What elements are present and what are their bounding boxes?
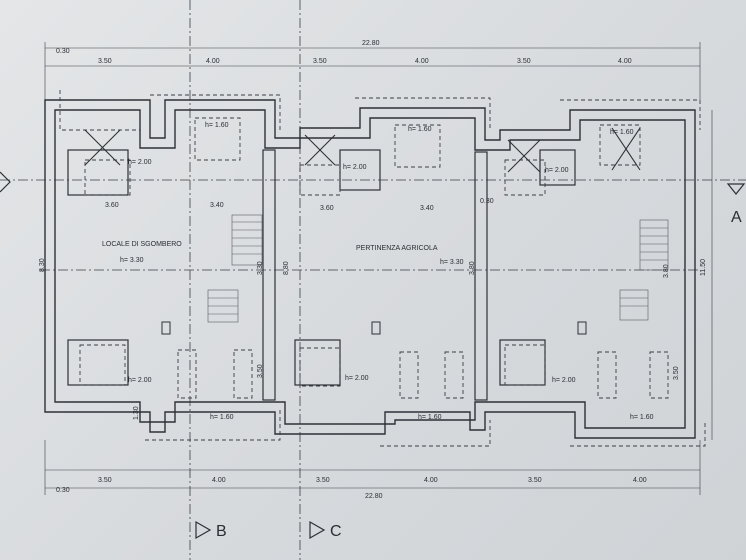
- height-upper-2: h= 2.00: [343, 164, 367, 171]
- dim-top-4: 4.00: [415, 58, 429, 65]
- dim-bottom-5: 3.50: [528, 477, 542, 484]
- dim-top-6: 4.00: [618, 58, 632, 65]
- section-arrow-b: [195, 520, 212, 540]
- dim-bottom-3: 3.50: [316, 477, 330, 484]
- dim-int-7: 1.30: [133, 406, 140, 420]
- height-top-2: h= 1.60: [408, 126, 432, 133]
- dim-top-0: 0.30: [56, 48, 70, 55]
- dim-int-2: 8.30: [39, 258, 46, 272]
- dim-int-0: 3.60: [105, 202, 119, 209]
- section-arrow-left: [0, 171, 11, 193]
- dim-bottom-2: 4.00: [212, 477, 226, 484]
- section-label-c: C: [330, 523, 342, 540]
- section-label-a: A: [731, 209, 742, 226]
- dim-top-2: 4.00: [206, 58, 220, 65]
- dim-int-6: 3.50: [257, 364, 264, 378]
- opening-marks: [84, 127, 641, 173]
- dim-int-11: 3.50: [673, 366, 680, 380]
- dimension-lines: [44, 42, 713, 495]
- height-bottom-1: h= 1.60: [210, 414, 234, 421]
- dim-bottom-total: 22.80: [365, 493, 383, 500]
- dim-top-total: 22.80: [362, 40, 380, 47]
- height-main-2: h= 3.30: [440, 259, 464, 266]
- outer-walls: [44, 99, 696, 439]
- dim-bottom-6: 4.00: [633, 477, 647, 484]
- dim-int-3: 3.30: [257, 261, 264, 275]
- dim-bottom-1: 3.50: [98, 477, 112, 484]
- section-arrow-c: [309, 520, 326, 540]
- section-arrows: [0, 171, 746, 540]
- dim-top-3: 3.50: [313, 58, 327, 65]
- dim-bottom-4: 4.00: [424, 477, 438, 484]
- dim-int-12: 3.80: [663, 264, 670, 278]
- dim-right: 11.50: [700, 259, 707, 276]
- room-label-locale: LOCALE DI SGOMBERO: [102, 241, 182, 248]
- height-lower-1: h= 2.00: [128, 377, 152, 384]
- pillars: [161, 321, 587, 335]
- height-upper-1: h= 2.00: [128, 159, 152, 166]
- dim-int-4: 8.80: [283, 261, 290, 275]
- dim-int-9: 3.60: [320, 205, 334, 212]
- dim-int-8: 0.30: [480, 198, 494, 205]
- dim-int-10: 3.40: [420, 205, 434, 212]
- height-upper-3: h= 2.00: [545, 167, 569, 174]
- height-lower-2: h= 2.00: [345, 375, 369, 382]
- height-lower-3: h= 2.00: [552, 377, 576, 384]
- stairs: [207, 214, 669, 323]
- section-arrow-right: [726, 183, 746, 195]
- height-bottom-2: h= 1.60: [418, 414, 442, 421]
- height-main-1: h= 3.30: [120, 257, 144, 264]
- room-label-pertinenza: PERTINENZA AGRICOLA: [356, 245, 438, 252]
- height-bottom-3: h= 1.60: [630, 414, 654, 421]
- dim-int-1: 3.40: [210, 202, 224, 209]
- height-top-1: h= 1.60: [205, 122, 229, 129]
- dashed-outlines: [59, 90, 706, 447]
- height-top-3: h= 1.60: [610, 129, 634, 136]
- dim-top-1: 3.50: [98, 58, 112, 65]
- dim-top-5: 3.50: [517, 58, 531, 65]
- section-label-b: B: [216, 523, 227, 540]
- partition-walls: [67, 149, 576, 401]
- dim-bottom-0: 0.30: [56, 487, 70, 494]
- dim-int-5: 3.80: [469, 261, 476, 275]
